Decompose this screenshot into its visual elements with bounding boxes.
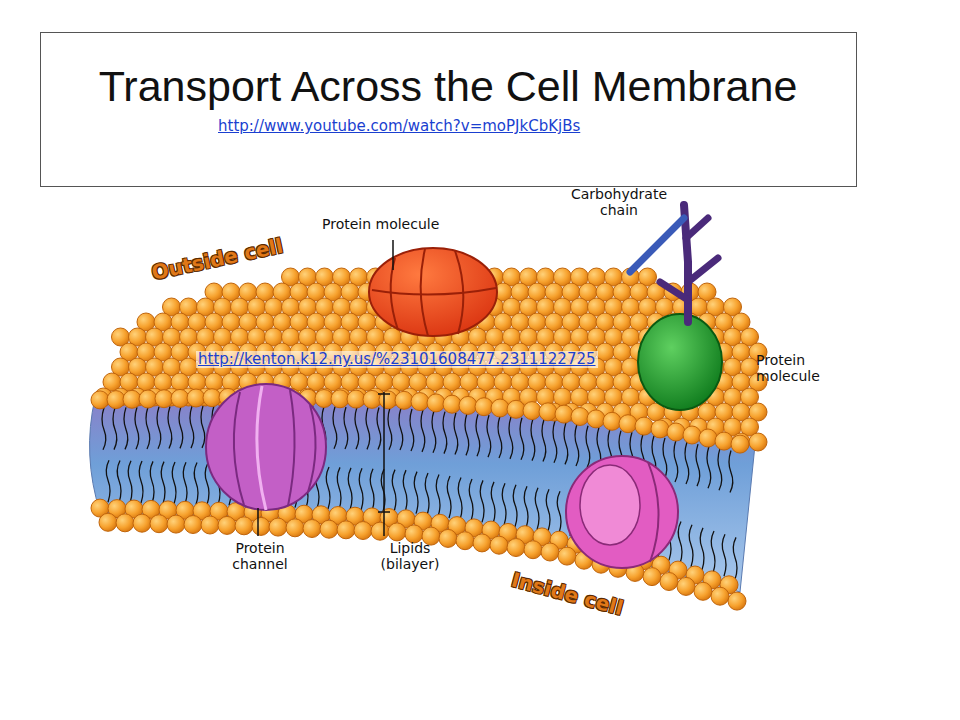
part-label: Carbohydrate chain: [560, 186, 678, 218]
glycoprotein: [630, 205, 722, 410]
part-label: Protein molecule: [322, 216, 439, 232]
channel-protein: [206, 384, 326, 510]
lipid-core: [90, 395, 755, 592]
transport-protein: [566, 456, 678, 568]
region-label: Inside cell: [509, 568, 625, 620]
part-label: Protein channel: [218, 540, 302, 572]
image-link: http://kenton.k12.ny.us/%23101608477.231…: [196, 351, 598, 368]
video-link: http://www.youtube.com/watch?v=moPJkCbKj…: [218, 118, 580, 135]
region-label: Outside cell: [150, 234, 285, 284]
leader-lines: [258, 240, 393, 536]
lipid-tails: [102, 405, 737, 579]
slide-title: Transport Across the Cell Membrane: [44, 62, 852, 111]
part-label: Protein molecule: [756, 352, 838, 384]
title-frame: [41, 33, 857, 187]
part-label: Lipids (bilayer): [368, 540, 452, 572]
surface-protein: [369, 248, 497, 336]
